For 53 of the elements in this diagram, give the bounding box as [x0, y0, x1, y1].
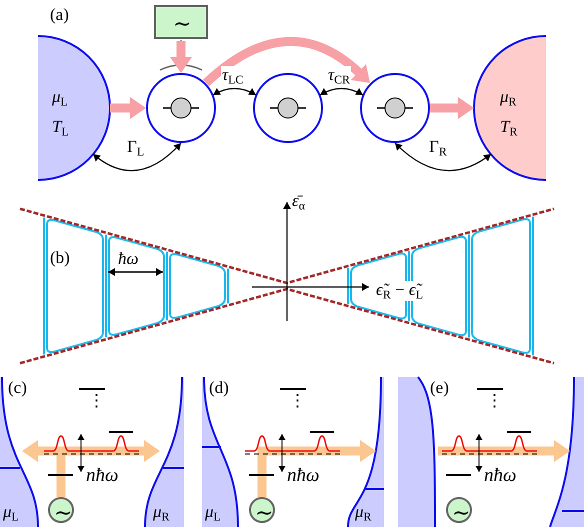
ac-source-box	[154, 5, 208, 39]
arrow	[203, 37, 370, 86]
symbol-label: μ$_{R}$	[355, 503, 372, 524]
edge-label: Γ$_{L}$	[126, 138, 146, 158]
ellipsis: ⋮	[486, 392, 503, 409]
lead-reservoir	[0, 377, 40, 527]
double-arrow	[320, 88, 364, 96]
edge-label: τ$_{CR}$	[327, 66, 351, 86]
lead-reservoir	[346, 377, 384, 527]
lead-reservoir	[474, 36, 546, 180]
symbol-label: μ$_{L}$	[3, 503, 19, 524]
symbol-label: μ$_{L}$	[205, 503, 221, 524]
arrow	[430, 97, 474, 119]
panel-label: (a)	[50, 6, 69, 23]
tilde-symbol: ∼	[54, 502, 72, 524]
symbol-label: μ$_{L}$	[52, 88, 68, 108]
arrow	[110, 97, 146, 119]
arrow	[258, 440, 376, 497]
ac-source-circle	[48, 497, 74, 523]
energy-label: nħω	[484, 466, 516, 485]
double-arrow	[92, 142, 182, 172]
symbol-label: T$_{L}$	[52, 118, 69, 138]
lead-reservoir	[142, 377, 184, 527]
quantum-dot	[253, 73, 323, 143]
lead-reservoir	[548, 377, 584, 527]
panel-label: (c)	[8, 379, 27, 396]
panel-label: (d)	[209, 379, 229, 396]
tilde-symbol: ∼	[255, 502, 274, 524]
ac-source-circle	[249, 497, 275, 523]
symbol-label: T$_{R}$	[500, 118, 518, 138]
lead-reservoir	[38, 36, 110, 180]
tilde-symbol: ∼	[452, 502, 470, 524]
tilde-symbol: ∼	[173, 13, 192, 35]
energy-label: ħω	[118, 250, 139, 267]
ellipsis: ⋮	[289, 392, 306, 409]
edge-label: Γ$_{R}$	[428, 138, 448, 158]
panel-label: (b)	[50, 249, 70, 266]
energy-label: nħω	[86, 466, 118, 485]
arrow	[170, 41, 192, 73]
ac-source-circle	[446, 497, 472, 523]
panel-label: (e)	[430, 379, 449, 396]
quantum-dot	[360, 73, 430, 143]
ellipsis: ⋮	[88, 392, 105, 409]
lead-reservoir	[202, 377, 240, 527]
arrow	[438, 440, 570, 462]
edge-label: τ$_{LC}$	[221, 66, 244, 86]
symbol-label: μ$_{R}$	[153, 503, 170, 524]
energy-label: nħω	[287, 466, 320, 485]
quantum-dot	[146, 73, 216, 143]
symbol-label: μ$_{R}$	[500, 88, 516, 108]
double-arrow	[212, 88, 256, 96]
axis-label: ϵ̃$_{R}$ − ϵ̃$_{L}$	[376, 281, 424, 302]
double-arrow	[394, 142, 492, 172]
